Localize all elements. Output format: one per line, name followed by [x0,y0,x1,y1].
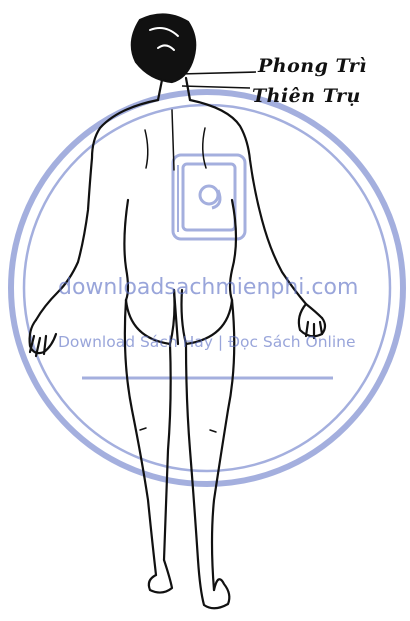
head [132,14,195,82]
label-thien-tru: Thiên Trụ [252,85,361,107]
watermark-domain: downloadsachmienphi.com [58,275,358,300]
book-logo-icon [173,155,245,239]
pointer-line-thien-tru [182,86,250,88]
pointer-line-phong-tri [180,72,256,74]
pointer-lines [180,72,256,88]
label-phong-tri: Phong Trì [258,55,367,77]
watermark-tagline: Download Sách Hay | Đọc Sách Online [58,333,356,351]
